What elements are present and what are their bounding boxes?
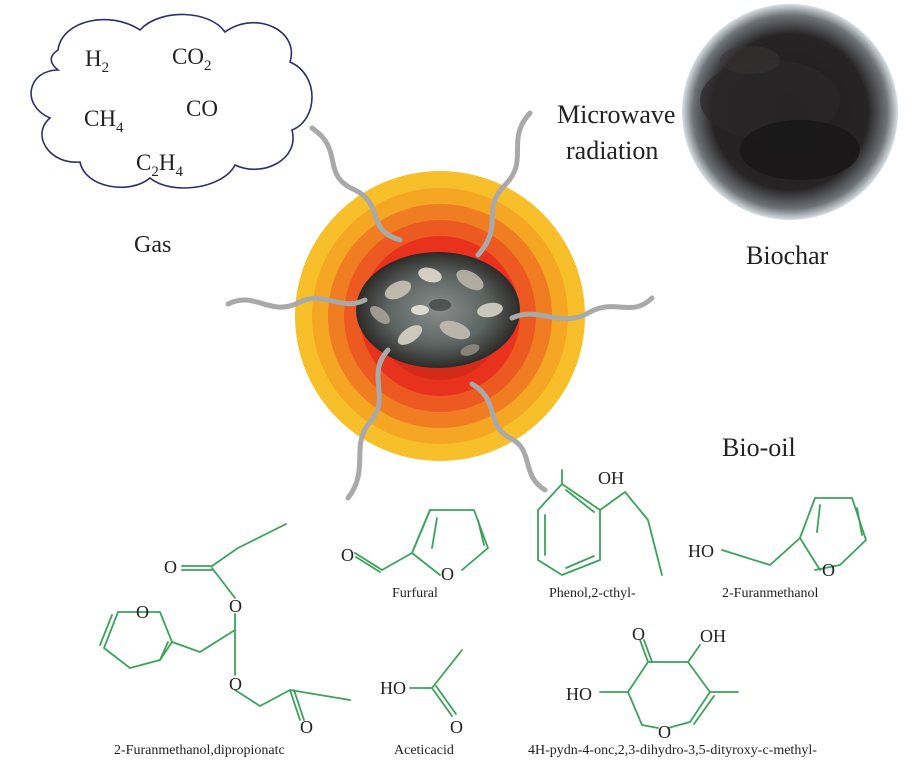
svg-text:OH: OH [598,468,624,488]
svg-text:HO: HO [566,684,592,704]
gas-cloud: H2 CO2 CH4 CO C2H4 [30,13,313,189]
pyranone-caption: 4H-pydn-4-onc,2,3-dihydro-3,5-dityroxy-c… [528,743,817,758]
wave-4 [509,295,655,322]
microwave-waves [225,110,655,501]
gas-co: CO [186,96,218,121]
biochar-label: Biochar [746,241,829,270]
svg-text:O: O [822,560,835,580]
svg-text:O: O [441,564,454,584]
svg-text:O: O [341,545,354,565]
wave-5 [345,347,391,501]
wave-3 [225,295,368,310]
biomass-shells [370,267,503,356]
svg-text:O: O [229,596,242,616]
wave-1 [309,125,403,243]
acetic-acid-molecule: HO O [380,649,463,737]
furanmethanol-caption: 2-Furanmethanol [722,586,819,601]
wave-6 [469,381,548,493]
phenol-caption: Phenol,2-cthyl- [549,586,636,601]
microwave-label: Microwave radiation [557,100,682,165]
svg-text:O: O [229,674,242,694]
gas-label: Gas [134,232,171,258]
svg-text:HO: HO [380,678,406,698]
svg-text:O: O [658,722,671,742]
svg-text:O: O [136,602,149,622]
gas-c2h4: C2H4 [136,150,183,180]
biooil-label: Bio-oil [722,433,796,462]
furfural-molecule: O O [341,509,489,584]
cloud-outline [30,13,313,189]
svg-text:O: O [450,717,463,737]
svg-text:O: O [164,557,177,577]
dipropionate-molecule: O O O O O [99,523,351,737]
svg-text:OH: OH [700,626,726,646]
furanmethanol-molecule: HO O [688,497,867,580]
gas-ch4: CH4 [84,106,124,136]
wave-2 [475,110,533,258]
svg-text:HO: HO [688,541,714,561]
gas-h2: H2 [85,46,109,76]
pyranone-molecule: O OH HO O [566,624,739,742]
svg-text:O: O [300,717,313,737]
svg-text:O: O [632,624,645,644]
biochar-image [682,4,898,220]
furfural-caption: Furfural [392,586,438,601]
phenol-2-ethyl-molecule: OH [537,468,663,576]
gas-co2: CO2 [172,44,211,74]
aceticacid-caption: Aceticacid [394,743,454,758]
dipropionate-caption: 2-Furanmethanol,dipropionatc [114,743,285,758]
